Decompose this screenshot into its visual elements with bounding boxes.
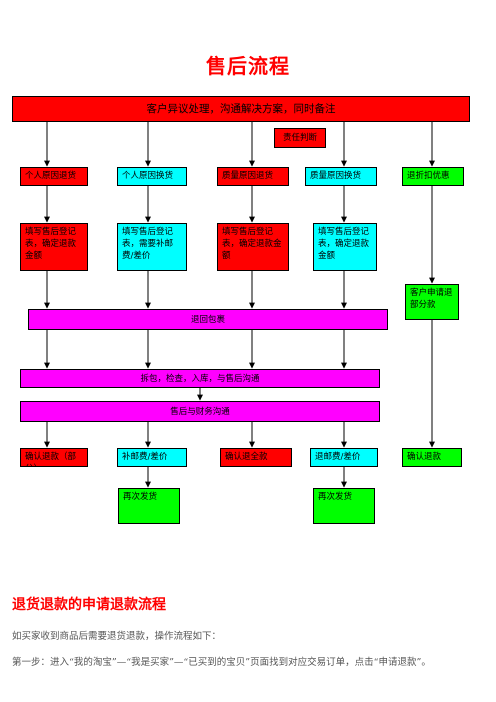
reason-box-4: 质量原因换货 (305, 167, 377, 186)
return-pack-box: 退回包裹 (28, 309, 388, 330)
result-box-3: 确认退全款 (220, 448, 292, 467)
form-box-3: 填写售后登记表，确定退款金额 (217, 223, 289, 271)
finance-box: 售后与财务沟通 (20, 401, 380, 422)
reason-box-2: 个人原因换货 (117, 167, 187, 186)
responsibility-judge-box: 责任判断 (274, 128, 326, 148)
form-box-2: 填写售后登记表，需要补邮费/差价 (117, 223, 187, 271)
paragraph-1: 如买家收到商品后需要退货退款，操作流程如下： (12, 631, 222, 642)
result-box-5: 确认退款 (402, 448, 462, 467)
inspect-box: 拆包，检查，入库，与售后沟通 (20, 369, 380, 388)
customer-apply-box: 客户申请退部分款 (405, 284, 459, 320)
form-box-4: 填写售后登记表，确定退款金额 (313, 223, 377, 271)
result-box-2: 补邮费/差价 (117, 448, 187, 467)
top-process-box: 客户异议处理，沟通解决方案，同时备注 (12, 96, 470, 122)
resend-box-1: 再次发货 (118, 488, 180, 524)
reason-box-5: 退折扣优惠 (402, 167, 464, 186)
result-box-1: 确认退款（部分） (20, 448, 88, 467)
reason-box-1: 个人原因退货 (20, 167, 88, 186)
form-box-1: 填写售后登记表，确定退款金额 (20, 223, 88, 271)
paragraph-2: 第一步：进入“我的淘宝”—“我是买家”—“已买到的宝贝”页面找到对应交易订单，点… (12, 657, 431, 668)
section-title: 退货退款的申请退款流程 (12, 597, 166, 613)
page-title: 售后流程 (206, 54, 290, 78)
result-box-4: 退邮费/差价 (310, 448, 378, 467)
resend-box-2: 再次发货 (313, 488, 375, 524)
reason-box-3: 质量原因退货 (217, 167, 289, 186)
